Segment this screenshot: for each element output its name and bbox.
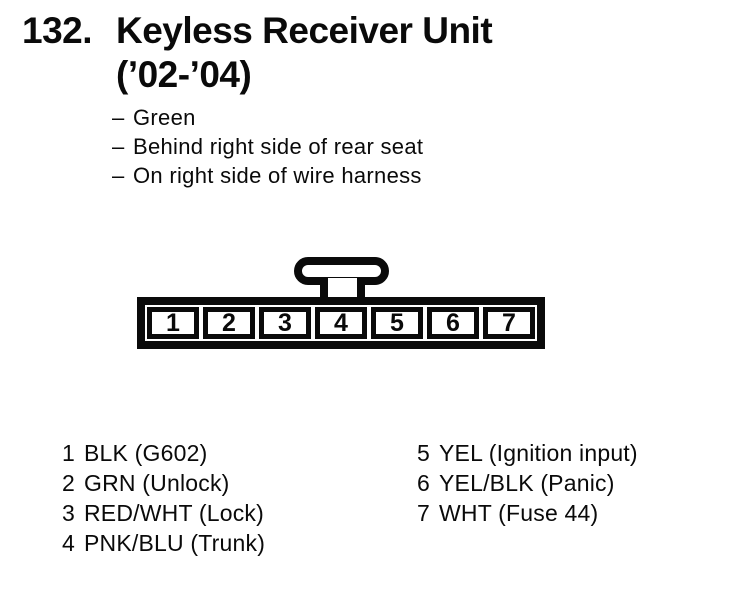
pin-number: 1 [166, 308, 180, 337]
section-number: 132. [22, 10, 93, 51]
pin-number: 6 [446, 308, 460, 337]
pin-number: 5 [390, 308, 404, 337]
legend-item: 5 YEL (Ignition input) [415, 438, 638, 468]
note-text: On right side of wire harness [133, 163, 422, 188]
title-year-range: (’02-’04) [116, 54, 252, 95]
note-text: Green [133, 105, 196, 130]
note-dash: – [112, 134, 125, 159]
legend-pin-number: 4 [62, 530, 75, 556]
legend-wire-label: PNK/BLU (Trunk) [84, 530, 266, 556]
note-dash: – [112, 163, 125, 188]
legend-wire-label: RED/WHT (Lock) [84, 500, 264, 526]
legend-column-left: 1 BLK (G602) 2 GRN (Unlock) 3 RED/WHT (Lock… [60, 438, 265, 558]
pin-number: 3 [278, 308, 292, 337]
legend-wire-label: YEL/BLK (Panic) [439, 470, 615, 496]
note-item: –Behind right side of rear seat [112, 132, 423, 161]
connector-pin-cell: 2 [203, 307, 255, 339]
connector-tab-stem [320, 278, 365, 298]
connector-pin-cell: 6 [427, 307, 479, 339]
legend-pin-number: 3 [62, 500, 75, 526]
page-title: Keyless Receiver Unit [116, 10, 493, 51]
note-item: –Green [112, 103, 423, 132]
connector-pin-cell: 3 [259, 307, 311, 339]
note-text: Behind right side of rear seat [133, 134, 424, 159]
note-dash: – [112, 105, 125, 130]
legend-item: 7 WHT (Fuse 44) [415, 498, 638, 528]
legend-pin-number: 1 [62, 440, 75, 466]
connector-body: 1 2 3 4 5 6 7 [137, 297, 545, 349]
legend-item: 2 GRN (Unlock) [60, 468, 265, 498]
title-block: Keyless Receiver Unit (’02-’04) [116, 9, 493, 97]
connector-pin-cell: 4 [315, 307, 367, 339]
connector-pin-cell: 7 [483, 307, 535, 339]
pin-number: 7 [502, 308, 516, 337]
legend-item: 1 BLK (G602) [60, 438, 265, 468]
legend-wire-label: BLK (G602) [84, 440, 208, 466]
legend-pin-number: 5 [417, 440, 430, 466]
legend-wire-label: GRN (Unlock) [84, 470, 230, 496]
legend-column-right: 5 YEL (Ignition input) 6 YEL/BLK (Panic) 7… [415, 438, 638, 528]
connector-pin-cell: 5 [371, 307, 423, 339]
legend-wire-label: WHT (Fuse 44) [439, 500, 599, 526]
pin-number: 4 [334, 308, 348, 337]
note-item: –On right side of wire harness [112, 161, 423, 190]
pin-number: 2 [222, 308, 236, 337]
legend-pin-number: 2 [62, 470, 75, 496]
legend-item: 3 RED/WHT (Lock) [60, 498, 265, 528]
legend-item: 6 YEL/BLK (Panic) [415, 468, 638, 498]
legend-item: 4 PNK/BLU (Trunk) [60, 528, 265, 558]
legend-pin-number: 6 [417, 470, 430, 496]
legend-pin-number: 7 [417, 500, 430, 526]
connector-pin-cell: 1 [147, 307, 199, 339]
location-notes: –Green –Behind right side of rear seat –… [112, 103, 423, 190]
legend-wire-label: YEL (Ignition input) [439, 440, 638, 466]
